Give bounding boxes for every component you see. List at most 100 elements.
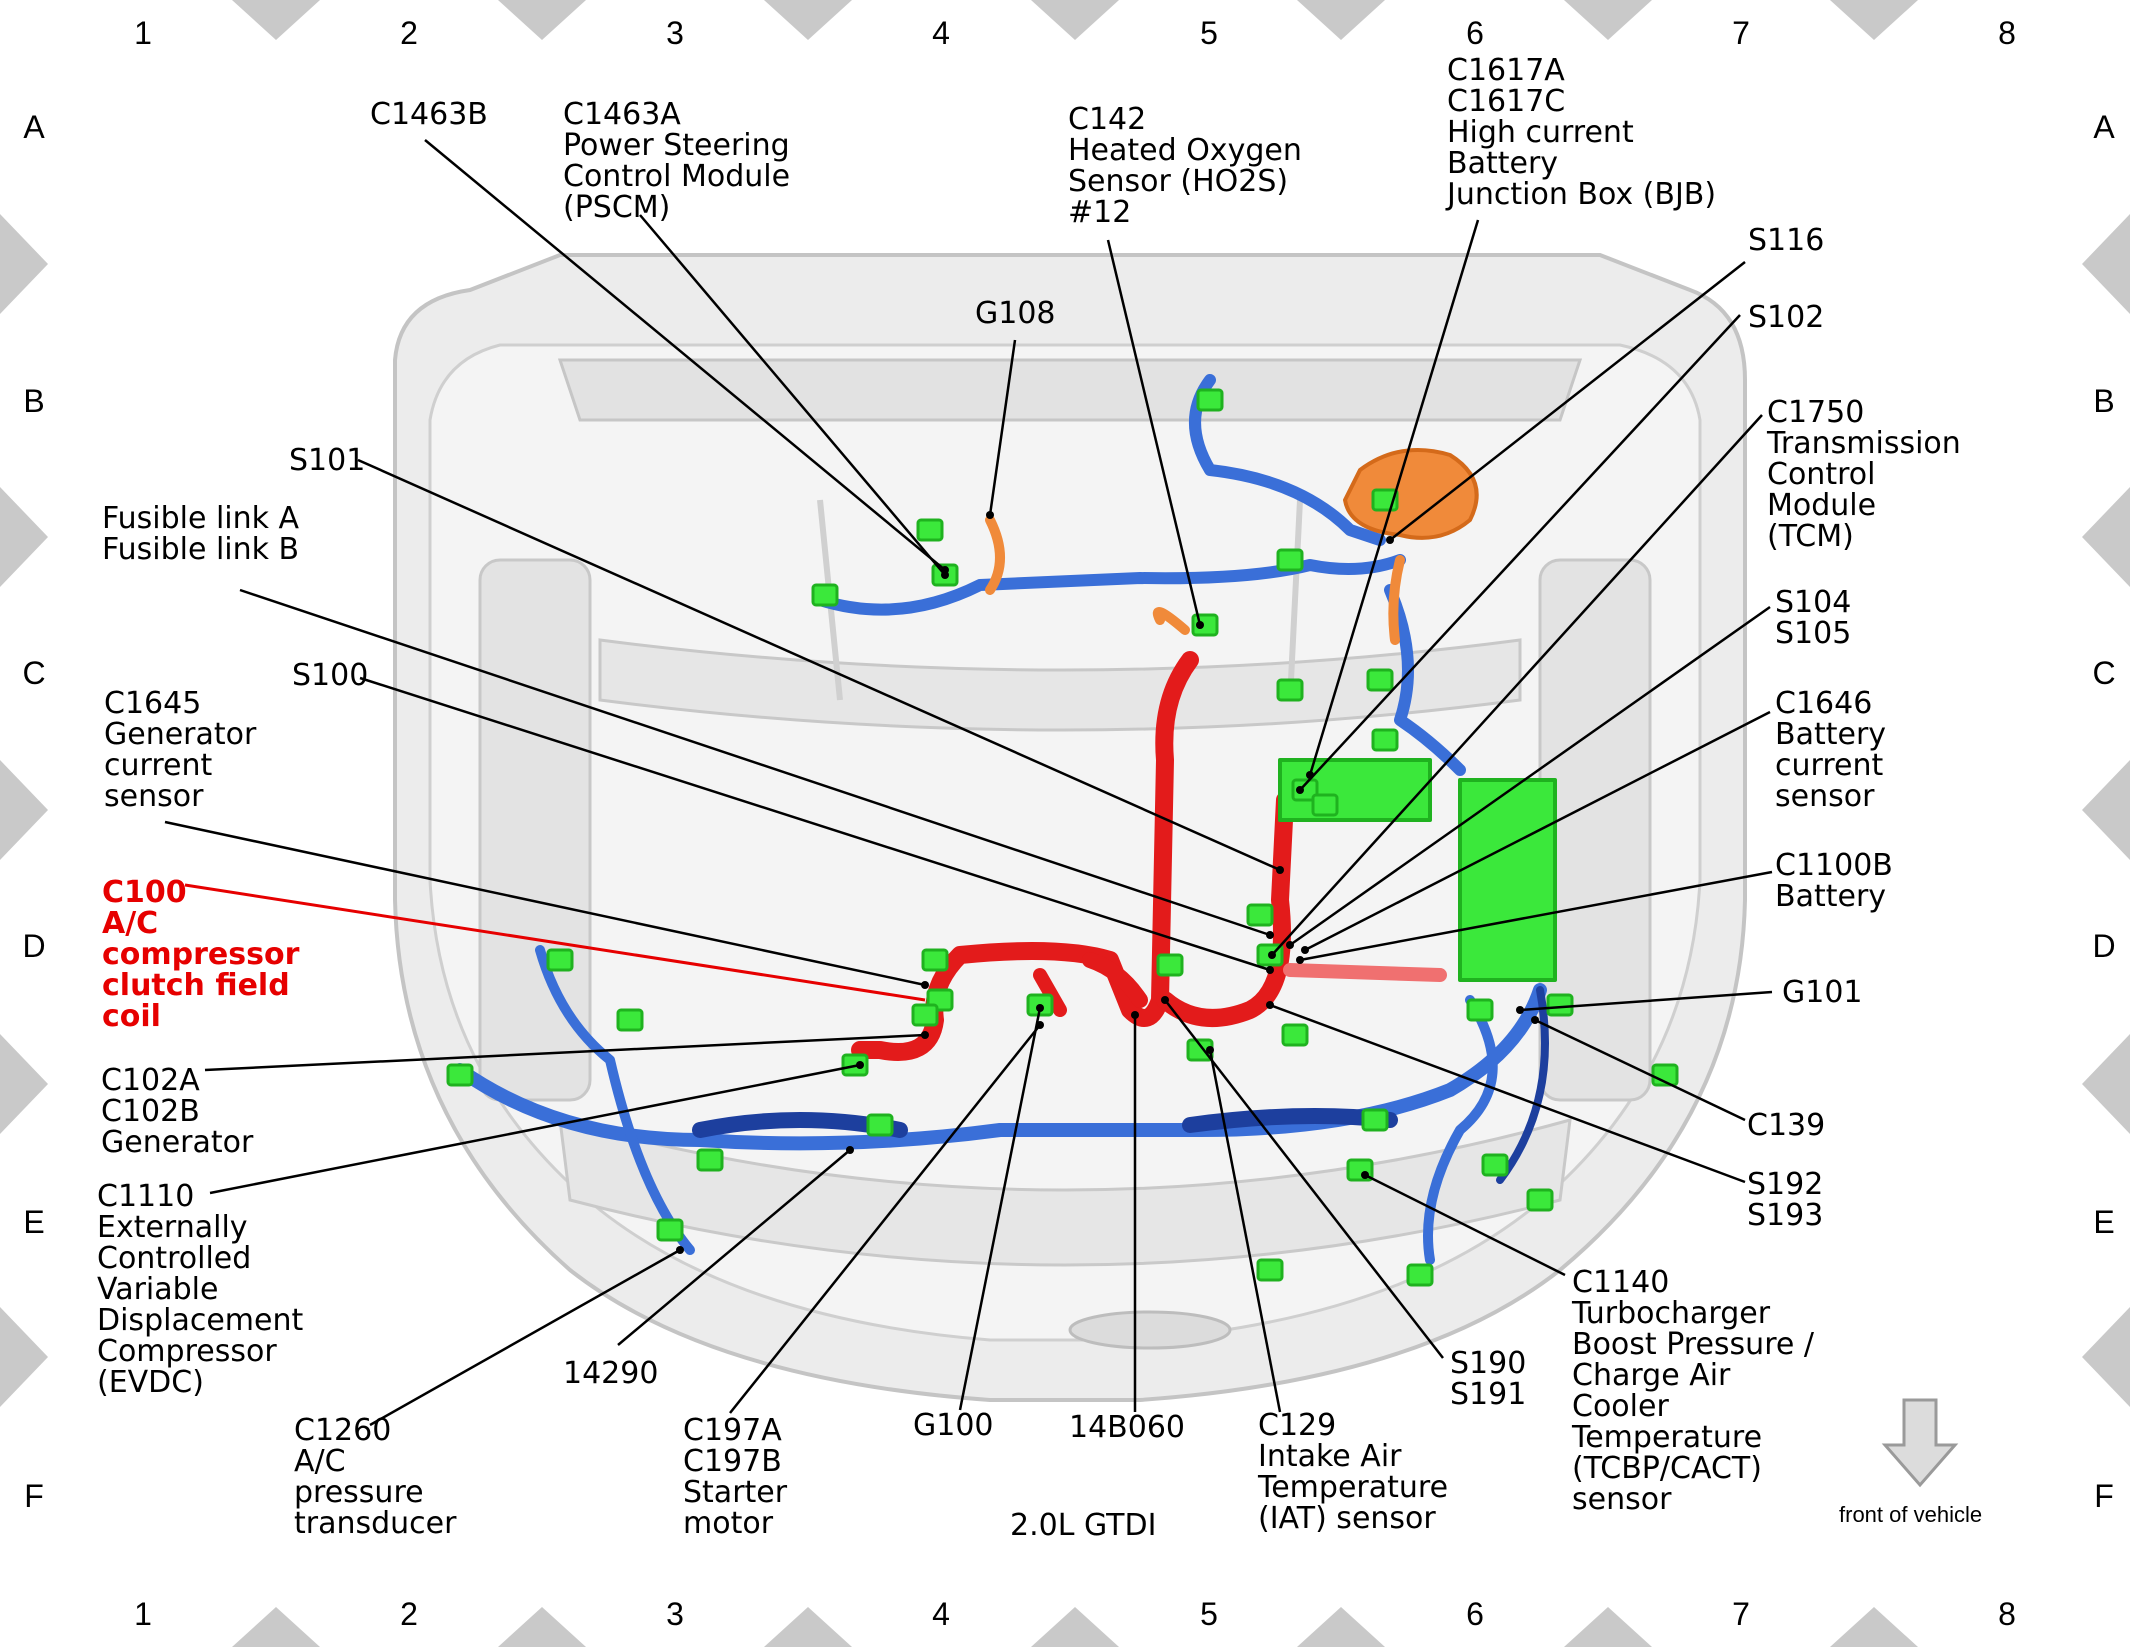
connector-marker <box>911 1003 939 1027</box>
leader-endpoint <box>941 571 949 579</box>
leader-endpoint <box>1266 966 1274 974</box>
leader-endpoint <box>1296 956 1304 964</box>
callout-text-line: S102 <box>1748 300 1824 335</box>
border-tick <box>1564 1607 1652 1647</box>
connector-marker <box>921 948 949 972</box>
callout-text-line: Module <box>1767 488 1876 523</box>
leader-endpoint <box>1301 946 1309 954</box>
callout-leader-lines <box>164 139 1773 1427</box>
callout-text-line: Fusible link B <box>102 532 299 567</box>
callout-text-line: Sensor (HO2S) <box>1068 164 1288 199</box>
grid-column-label: 5 <box>1200 15 1218 51</box>
callout-g100: G100 <box>913 1408 994 1443</box>
connector-marker <box>1361 1108 1389 1132</box>
callout-text-line: 14290 <box>563 1356 658 1391</box>
connector-marker <box>1406 1263 1434 1287</box>
connector-marker <box>1526 1188 1554 1212</box>
leader-line <box>1519 990 1773 1012</box>
callout-p14290: 14290 <box>563 1356 658 1391</box>
callout-s101: S101 <box>289 443 365 478</box>
connector-marker <box>1366 668 1394 692</box>
leader-line <box>1106 239 1202 626</box>
leader-endpoint <box>1266 931 1274 939</box>
callout-s100: S100 <box>292 658 368 693</box>
border-tick <box>498 1607 586 1647</box>
grid-row-label: D <box>22 928 45 964</box>
leader-line <box>1269 1003 1746 1184</box>
callout-text-line: High current <box>1447 115 1634 150</box>
grid-column-label: 1 <box>134 15 152 51</box>
leader-endpoint <box>1196 621 1204 629</box>
grid-row-label: C <box>2092 655 2115 691</box>
leader-line <box>958 1007 1042 1411</box>
grid-column-label: 3 <box>666 1596 684 1632</box>
callout-text-line: pressure <box>294 1475 424 1510</box>
callout-text-line: C1750 <box>1767 395 1864 430</box>
callout-text-line: Variable <box>97 1272 218 1307</box>
leader-line <box>209 1063 861 1195</box>
callout-text-line: G100 <box>913 1408 994 1443</box>
border-tick <box>2082 1034 2130 1134</box>
callout-text-line: C197B <box>683 1444 782 1479</box>
callout-text-line: C1646 <box>1775 686 1872 721</box>
callout-text-line: S101 <box>289 443 365 478</box>
callout-text-line: Intake Air <box>1258 1439 1402 1474</box>
callout-text-line: Compressor <box>97 1334 277 1369</box>
callout-text-line: C197A <box>683 1413 782 1448</box>
callout-text-line: Heated Oxygen <box>1068 133 1302 168</box>
leader-endpoint <box>856 1061 864 1069</box>
connector-marker <box>1281 1023 1309 1047</box>
leader-line <box>639 214 946 576</box>
callout-text-line: S100 <box>292 658 368 693</box>
connector-marker <box>1311 793 1339 817</box>
callout-text-line: Transmission <box>1766 426 1961 461</box>
down-arrow-icon <box>1881 1398 1959 1488</box>
connector-marker <box>1466 998 1494 1022</box>
leader-line <box>1208 1049 1282 1413</box>
callout-text-line: Externally <box>97 1210 248 1245</box>
leader-endpoint <box>1296 786 1304 794</box>
grid-row-label: E <box>23 1204 44 1240</box>
connector-marker <box>546 948 574 972</box>
grid-column-label: 2 <box>400 1596 418 1632</box>
leader-endpoint <box>1276 866 1284 874</box>
leader-endpoint <box>1206 1046 1214 1054</box>
leader-endpoint <box>1266 1001 1274 1009</box>
border-tick <box>1297 0 1385 40</box>
callout-text-line: A/C <box>294 1444 346 1479</box>
engine-caption: 2.0L GTDI <box>1010 1508 1156 1543</box>
grid-column-label: 2 <box>400 15 418 51</box>
callout-text-line: C1617C <box>1447 84 1565 119</box>
grid-column-label: 5 <box>1200 1596 1218 1632</box>
callout-text-line: C1463B <box>370 97 488 132</box>
leader-endpoint <box>1161 996 1169 1004</box>
callout-text-line: C129 <box>1258 1408 1336 1443</box>
connector-marker <box>1276 548 1304 572</box>
border-tick <box>0 214 48 314</box>
leader-line <box>729 1024 1041 1414</box>
connector-marker <box>866 1113 894 1137</box>
callout-text-line: Cooler <box>1572 1389 1669 1424</box>
callout-text-line: current <box>104 748 212 783</box>
leader-line <box>988 339 1017 516</box>
callout-text-line: S193 <box>1747 1198 1823 1233</box>
connector-marker <box>1196 388 1224 412</box>
callout-text-line: Control <box>1767 457 1875 492</box>
callout-text-line: (PSCM) <box>563 190 670 225</box>
leader-endpoint <box>1268 951 1276 959</box>
leader-endpoint <box>1361 1171 1369 1179</box>
connector-marker <box>1371 728 1399 752</box>
leader-endpoint <box>1386 536 1394 544</box>
leader-endpoint <box>1131 1011 1139 1019</box>
